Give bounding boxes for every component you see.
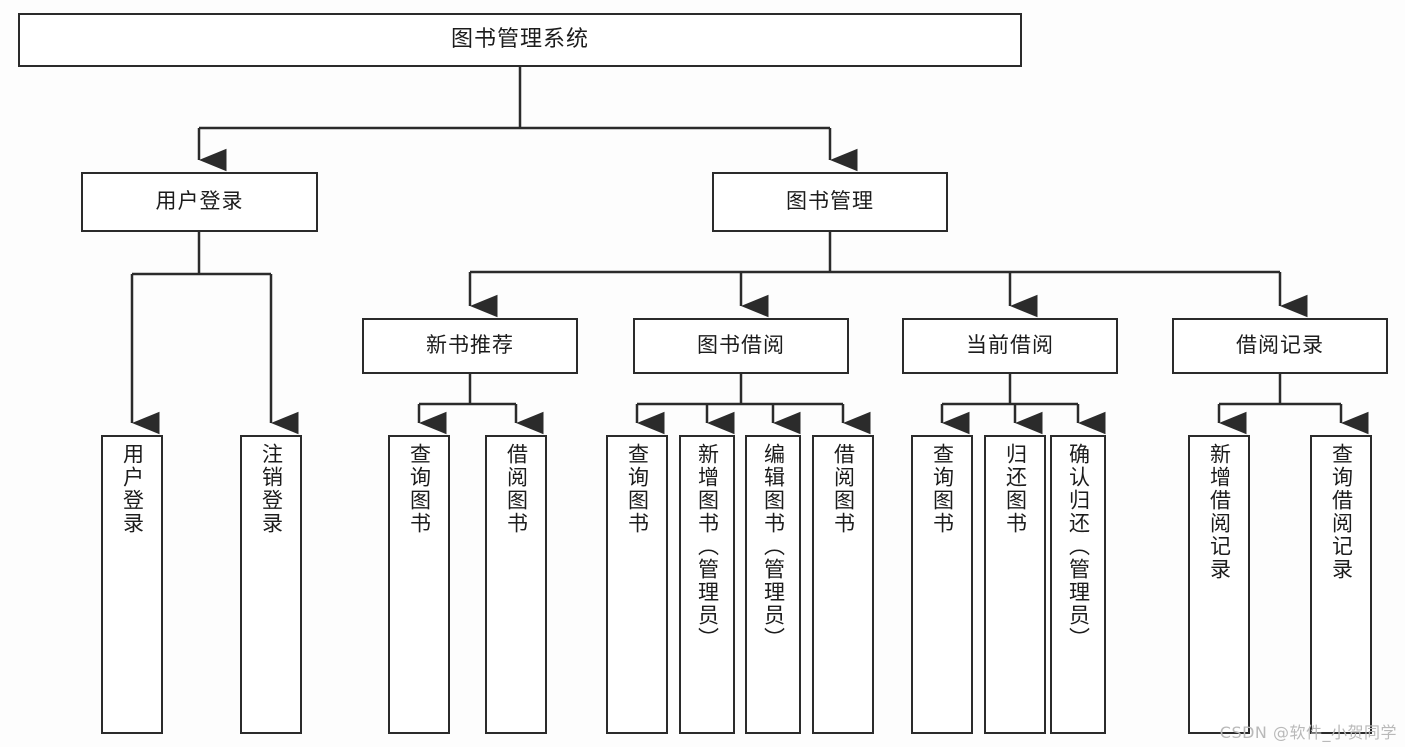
node-leaf-user-logout-label: 注销登录: [259, 443, 284, 535]
node-leaf-rec-query2-label: 查询借阅记录: [1329, 443, 1354, 581]
node-leaf-rec-query2[interactable]: 查询借阅记录: [1310, 435, 1372, 734]
node-current-borrow-label: 当前借阅: [966, 333, 1054, 358]
node-book-borrow-label: 图书借阅: [697, 333, 785, 358]
node-borrow-record-label: 借阅记录: [1236, 333, 1324, 358]
node-leaf-rec-query[interactable]: 查询图书: [388, 435, 450, 734]
node-leaf-rec-add-label: 新增借阅记录: [1207, 443, 1232, 581]
node-root[interactable]: 图书管理系统: [18, 13, 1022, 67]
node-book-manage[interactable]: 图书管理: [712, 172, 948, 232]
node-leaf-user-login-label: 用户登录: [120, 443, 145, 535]
node-leaf-borrow-add[interactable]: 新增图书（管理员）: [679, 435, 735, 734]
node-new-book-rec-label: 新书推荐: [426, 333, 514, 358]
node-leaf-cur-query-label: 查询图书: [930, 443, 955, 535]
node-leaf-cur-query[interactable]: 查询图书: [911, 435, 973, 734]
node-leaf-cur-confirm[interactable]: 确认归还（管理员）: [1050, 435, 1106, 734]
node-user-login-label: 用户登录: [155, 189, 244, 214]
node-leaf-rec-add[interactable]: 新增借阅记录: [1188, 435, 1250, 734]
node-leaf-borrow-lend-label: 借阅图书: [831, 443, 856, 535]
node-new-book-rec[interactable]: 新书推荐: [362, 318, 578, 374]
node-leaf-borrow-add-label: 新增图书（管理员）: [695, 443, 720, 650]
node-leaf-user-logout[interactable]: 注销登录: [240, 435, 302, 734]
node-leaf-rec-borrow-label: 借阅图书: [504, 443, 529, 535]
node-leaf-borrow-query-label: 查询图书: [625, 443, 650, 535]
node-leaf-rec-query-label: 查询图书: [407, 443, 432, 535]
node-leaf-cur-return-label: 归还图书: [1003, 443, 1028, 535]
node-root-label: 图书管理系统: [450, 26, 589, 52]
node-leaf-cur-confirm-label: 确认归还（管理员）: [1066, 443, 1091, 650]
node-leaf-cur-return[interactable]: 归还图书: [984, 435, 1046, 734]
node-current-borrow[interactable]: 当前借阅: [902, 318, 1118, 374]
csdn-watermark: CSDN @软件_小贺同学: [1219, 723, 1397, 742]
node-book-borrow[interactable]: 图书借阅: [633, 318, 849, 374]
node-leaf-borrow-lend[interactable]: 借阅图书: [812, 435, 874, 734]
node-book-manage-label: 图书管理: [786, 189, 874, 214]
node-borrow-record[interactable]: 借阅记录: [1172, 318, 1388, 374]
node-user-login[interactable]: 用户登录: [81, 172, 318, 232]
node-leaf-rec-borrow[interactable]: 借阅图书: [485, 435, 547, 734]
node-leaf-borrow-edit-label: 编辑图书（管理员）: [761, 443, 786, 650]
node-leaf-borrow-edit[interactable]: 编辑图书（管理员）: [745, 435, 801, 734]
node-leaf-user-login[interactable]: 用户登录: [101, 435, 163, 734]
node-leaf-borrow-query[interactable]: 查询图书: [606, 435, 668, 734]
